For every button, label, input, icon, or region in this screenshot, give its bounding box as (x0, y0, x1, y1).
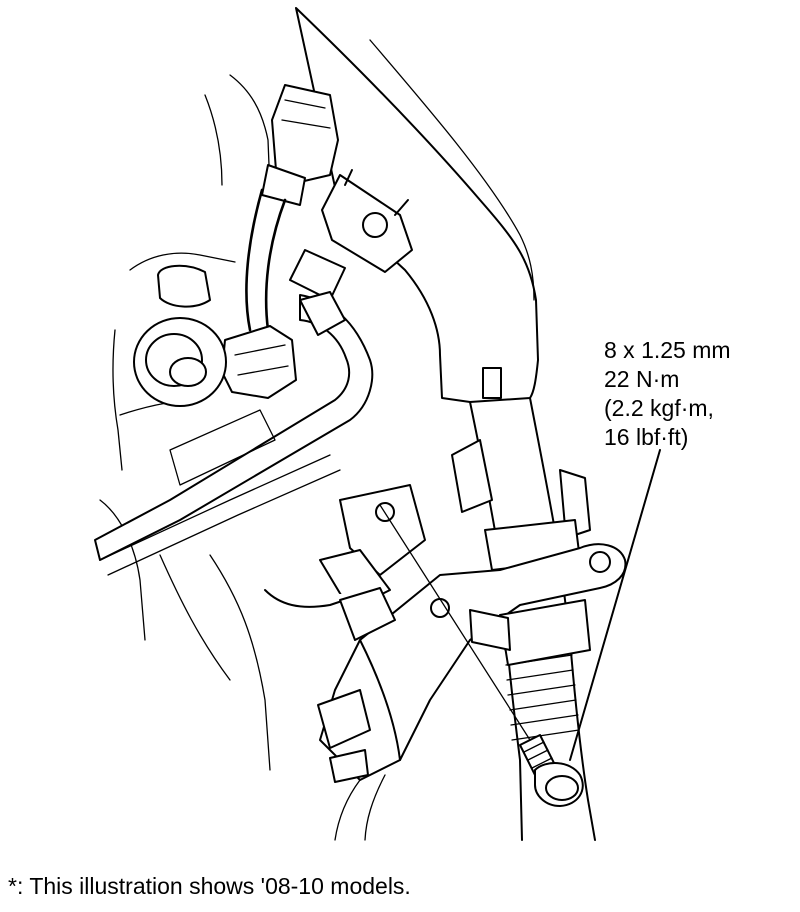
mount-bracket (264, 484, 426, 611)
bolt (519, 734, 584, 807)
harness-clip-upper (451, 439, 591, 571)
engine-bracket-diagram (94, 7, 661, 841)
lower-left-connector (221, 325, 297, 399)
torque-lbf-label: 16 lbf·ft) (604, 424, 689, 450)
harness-stay (317, 543, 627, 841)
torque-nm-label: 22 N·m (604, 366, 680, 392)
torque-kgf-label: (2.2 kgf·m, (604, 395, 714, 421)
callout-leader-line (569, 449, 661, 761)
coolant-pipe (94, 249, 374, 561)
bolt-size-label: 8 x 1.25 mm (604, 337, 731, 363)
torque-spec-callout: 8 x 1.25 mm 22 N·m (2.2 kgf·m, 16 lbf·ft… (604, 336, 731, 452)
upper-bracket (321, 169, 413, 273)
model-footnote: *: This illustration shows '08-10 models… (8, 873, 411, 899)
intake-duct (295, 7, 539, 403)
upper-connector (245, 84, 339, 332)
hidden-leader-line (379, 504, 531, 741)
harness-clamp (469, 599, 591, 666)
mount-boss (133, 264, 227, 407)
